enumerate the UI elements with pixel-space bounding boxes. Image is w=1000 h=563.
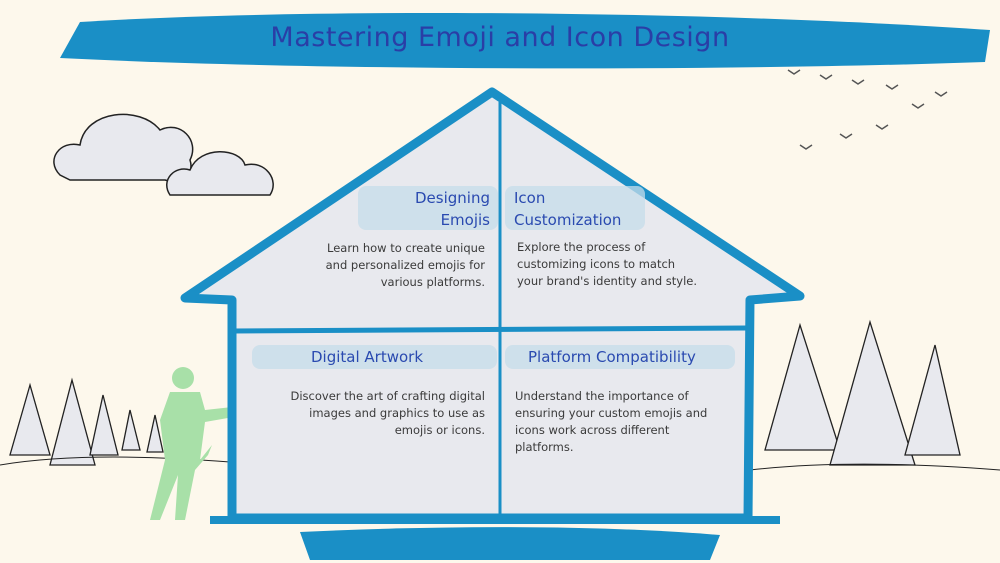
birds-icon: [787, 69, 948, 150]
text-line: Explore the process of: [517, 240, 646, 254]
text-line: images and graphics to use as: [309, 406, 485, 420]
heading-line: Icon: [514, 189, 546, 207]
house-diagram: [180, 87, 805, 524]
trees-icon: [9, 319, 961, 466]
person-figure: [150, 367, 262, 520]
cloud-icon: [53, 113, 274, 196]
heading-line: Customization: [514, 211, 622, 229]
heading-line: Emojis: [440, 211, 490, 229]
heading-brush: [505, 186, 645, 230]
text-line: Understand the importance of: [515, 389, 689, 403]
section-text-platform-compatibility: Understand the importance of ensuring yo…: [515, 388, 707, 456]
text-line: ensuring your custom emojis and: [515, 406, 708, 420]
text-line: platforms.: [515, 440, 574, 454]
section-heading-digital-artwork: Digital Artwork: [311, 348, 424, 366]
bottom-brush-stroke: [300, 527, 720, 560]
text-line: and personalized emojis for: [325, 258, 485, 272]
text-line: various platforms.: [380, 275, 485, 289]
heading-brush: [252, 345, 497, 369]
section-heading-icon-customization: Icon Customization: [514, 187, 621, 231]
heading-brush: [358, 186, 498, 230]
ground-line: [749, 463, 1000, 471]
heading-brush: [505, 345, 735, 369]
text-line: Discover the art of crafting digital: [290, 389, 485, 403]
heading-line: Designing: [415, 189, 490, 207]
page-title: Mastering Emoji and Icon Design: [270, 22, 730, 53]
section-text-icon-customization: Explore the process of customizing icons…: [517, 239, 697, 290]
title-brush-stroke: [60, 12, 990, 69]
text-line: emojis or icons.: [394, 423, 485, 437]
text-line: your brand's identity and style.: [517, 274, 698, 288]
section-heading-designing-emojis: Designing Emojis: [415, 187, 490, 231]
section-text-designing-emojis: Learn how to create unique and personali…: [326, 240, 485, 291]
text-line: customizing icons to match: [517, 257, 676, 271]
section-heading-platform-compatibility: Platform Compatibility: [528, 348, 696, 366]
section-text-digital-artwork: Discover the art of crafting digital ima…: [290, 388, 485, 439]
text-line: icons work across different: [515, 423, 670, 437]
text-line: Learn how to create unique: [327, 241, 485, 255]
